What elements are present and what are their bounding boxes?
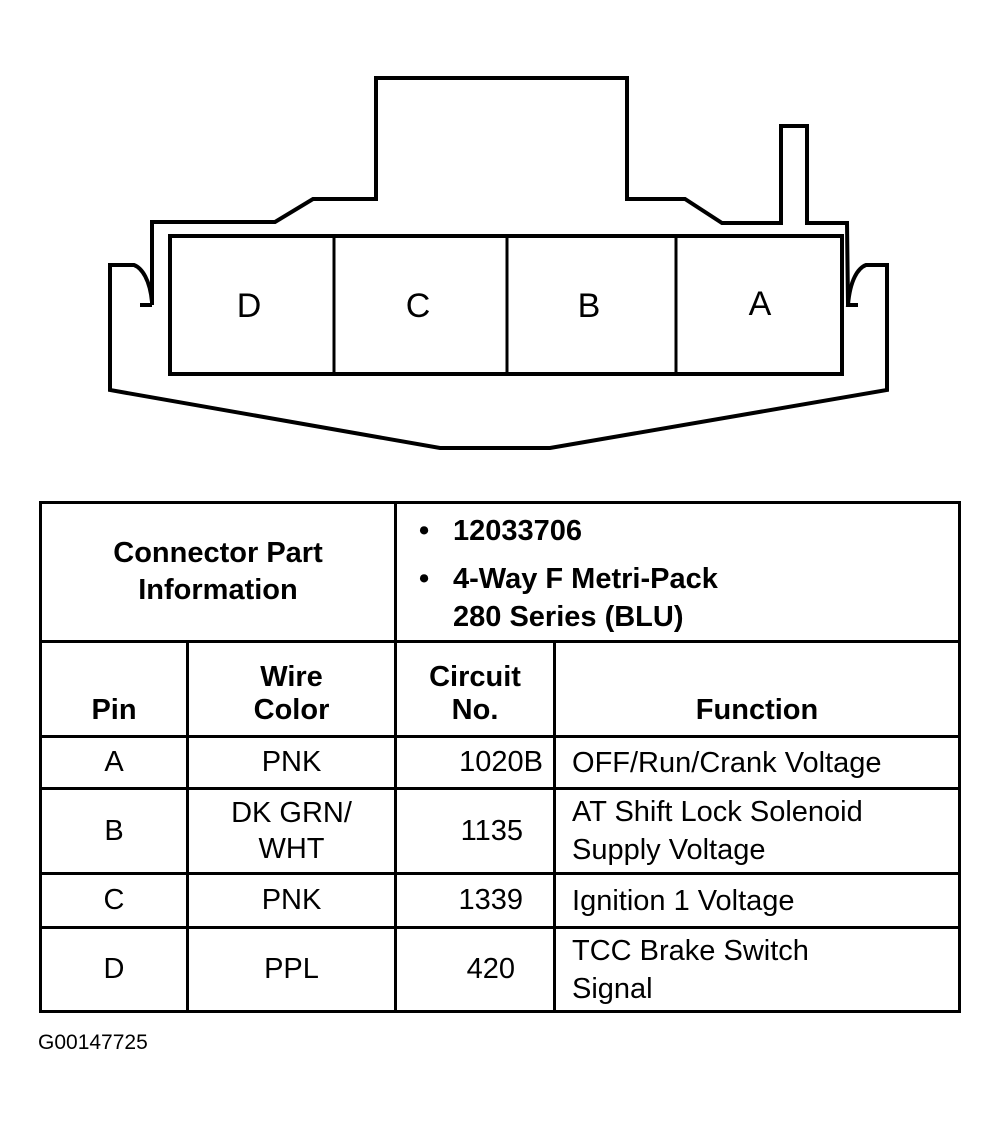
wire-color-cell: PNK: [185, 735, 398, 790]
function-cell: Ignition 1 Voltage: [553, 872, 961, 929]
connector-housing-outline: [150, 76, 850, 306]
pin-cavity-label-d: D: [236, 287, 262, 325]
column-header-pin: Pin: [39, 640, 189, 738]
pin-cell: D: [39, 926, 189, 1013]
function-cell: OFF/Run/Crank Voltage: [553, 735, 961, 790]
pin-cavity-label-c: C: [405, 287, 431, 325]
part-info-label: Connector Part Information: [38, 501, 398, 643]
wire-color-cell: DK GRN/WHT: [185, 787, 398, 875]
circuit-cell: 420: [394, 926, 557, 1013]
circuit-cell: 1020B: [394, 735, 557, 790]
part-info-values: 12033706 4-Way F Metri-Pack 280 Series (…: [394, 501, 961, 643]
wire-color-cell: PNK: [185, 872, 398, 929]
pin-cavity-label-b: B: [577, 287, 601, 325]
circuit-cell: 1339: [394, 872, 557, 929]
left-latch: [108, 263, 889, 450]
pin-cell: B: [39, 787, 189, 875]
circuit-cell: 1135: [394, 787, 557, 875]
wire-color-cell: PPL: [185, 926, 398, 1013]
connector-face-diagram: [108, 76, 889, 450]
part-info-row: Connector Part Information 12033706 4-Wa…: [38, 501, 961, 643]
pin-cell: A: [39, 735, 189, 790]
connector-pinout-table: Connector Part Information 12033706 4-Wa…: [38, 501, 961, 1013]
part-number: 12033706: [419, 512, 958, 550]
figure-code: G00147725: [38, 1031, 148, 1054]
table-row: B DK GRN/WHT 1135 AT Shift Lock Solenoid…: [39, 787, 961, 875]
connector-type: 4-Way F Metri-Pack: [419, 560, 958, 598]
table-row: C PNK 1339 Ignition 1 Voltage: [39, 872, 961, 929]
column-header-function: Function: [553, 640, 961, 738]
connector-series: 280 Series (BLU): [453, 601, 684, 633]
table-row: A PNK 1020B OFF/Run/Crank Voltage: [39, 735, 961, 790]
pin-cavity-label-a: A: [748, 285, 772, 323]
pin-cell: C: [39, 872, 189, 929]
